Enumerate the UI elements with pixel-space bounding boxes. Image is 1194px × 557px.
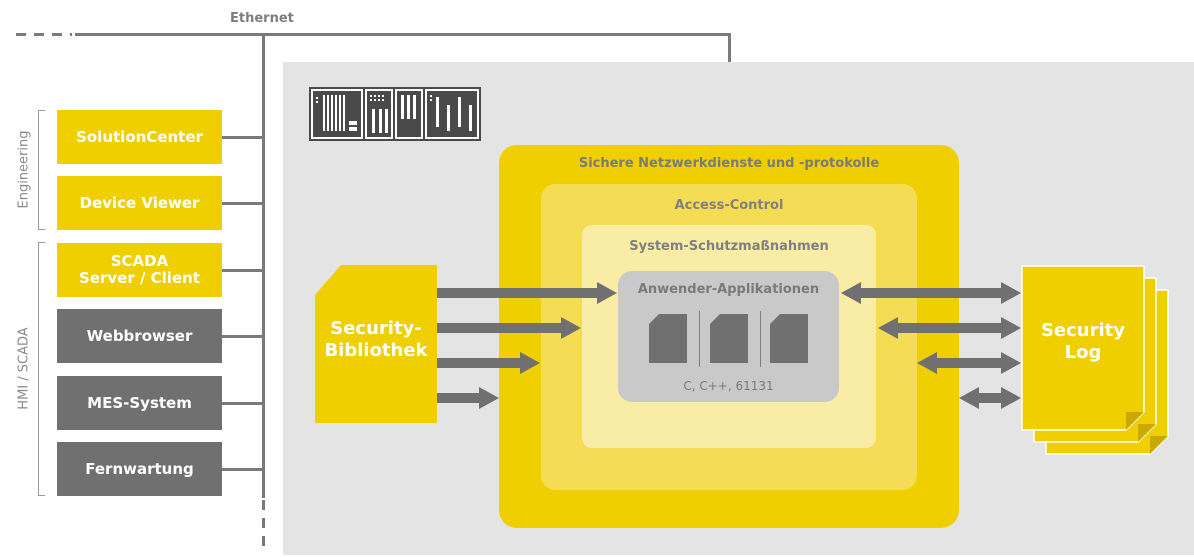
- log-arrows: [841, 282, 1021, 409]
- app-file-icon-1: [649, 314, 687, 363]
- library-arrows: [437, 282, 617, 409]
- solution-center-box[interactable]: SolutionCenter: [57, 110, 222, 164]
- arrow-applications-log: [841, 282, 1021, 304]
- connector-mes-system: [222, 402, 263, 405]
- arrow-to-applications: [437, 282, 617, 304]
- security-log-label: Security Log: [1040, 320, 1126, 363]
- connector-solution-center: [222, 136, 263, 139]
- device-viewer-box[interactable]: Device Viewer: [57, 176, 222, 230]
- security-library-shape: [315, 265, 437, 423]
- connector-device-viewer: [222, 202, 263, 205]
- languages-label: C, C++, 61131: [683, 379, 774, 393]
- arrow-to-system-protection: [437, 317, 581, 339]
- system-protection-title: System-Schutzmaßnahmen: [629, 239, 829, 254]
- engineering-bracket: [38, 110, 45, 230]
- ethernet-bus: [75, 33, 730, 36]
- engineering-group-label: Engineering: [16, 130, 32, 209]
- app-file-icon-3: [770, 314, 808, 363]
- arrow-network-services-log: [959, 387, 1021, 409]
- connector-fernwartung: [222, 468, 263, 471]
- application-file-icons: [649, 311, 808, 367]
- arrow-system-protection-log: [878, 317, 1021, 339]
- ethernet-bus-dashed-left: [16, 33, 72, 36]
- applications-title: Anwender-Applikationen: [637, 282, 820, 297]
- fernwartung-box[interactable]: Fernwartung: [57, 442, 222, 496]
- connector-webbrowser: [222, 335, 263, 338]
- hmi-scada-group-label: HMI / SCADA: [16, 327, 32, 410]
- webbrowser-box[interactable]: Webbrowser: [57, 309, 222, 363]
- hmi-scada-bracket: [38, 242, 45, 496]
- app-file-icon-2: [710, 314, 748, 363]
- mes-system-box[interactable]: MES-System: [57, 376, 222, 430]
- arrow-to-access-control: [437, 352, 540, 374]
- access-control-title: Access-Control: [674, 198, 784, 213]
- arrow-access-control-log: [917, 352, 1021, 374]
- applications-layer: Anwender-Applikationen C, C++, 61131: [618, 271, 839, 402]
- connector-scada: [222, 269, 263, 272]
- ethernet-label: Ethernet: [230, 11, 294, 26]
- security-library-label: Security- Bibliothek: [324, 318, 428, 361]
- scada-server-client-box[interactable]: SCADA Server / Client: [57, 243, 222, 297]
- network-services-title: Sichere Netzwerkdienste und -protokolle: [578, 156, 880, 171]
- ethernet-trunk: [262, 33, 265, 498]
- ethernet-trunk-dashed: [262, 500, 265, 552]
- security-log-stack: [1021, 265, 1169, 455]
- arrow-to-network-services: [437, 387, 499, 409]
- controller-hardware-icon: [309, 87, 481, 141]
